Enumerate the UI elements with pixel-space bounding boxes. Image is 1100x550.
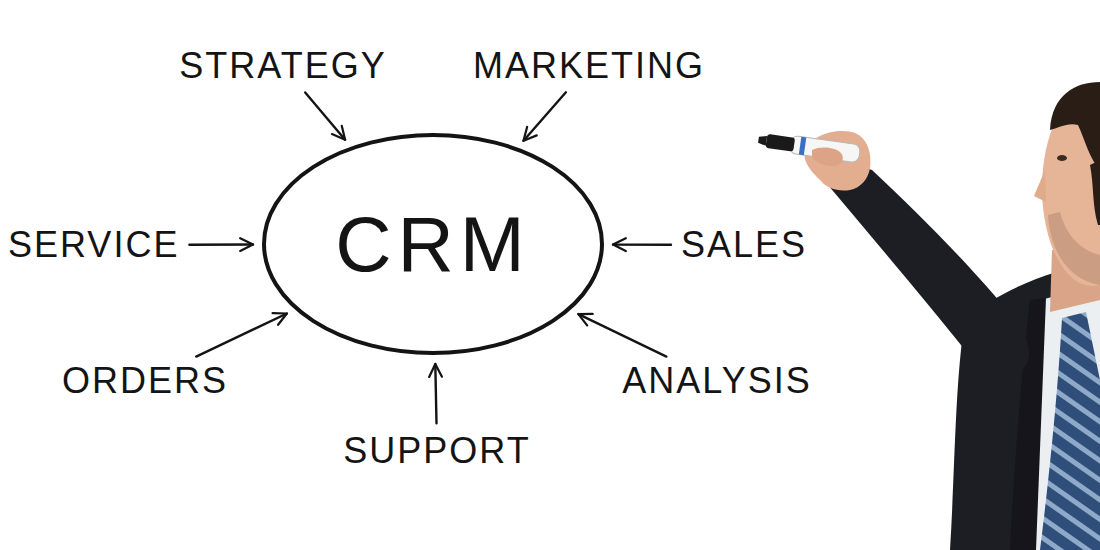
topic-word: SERVICE (4, 223, 183, 267)
crm-ellipse: CRM (262, 133, 604, 355)
sideburn (1090, 160, 1100, 225)
fingers (812, 148, 843, 166)
sleeve (822, 168, 1029, 375)
ellipse-stroke (264, 135, 602, 353)
topic-label: ORDERS (62, 361, 228, 401)
marker-pen (757, 131, 861, 163)
topic-label: SALES (681, 225, 807, 265)
topic-word: SALES (677, 223, 811, 267)
input-arrow (196, 314, 287, 357)
input-arrow (524, 92, 566, 141)
tie (1040, 312, 1100, 550)
input-arrow (435, 364, 436, 423)
input-arrow (578, 314, 666, 357)
topic-word: MARKETING (469, 44, 709, 88)
topic-word: ANALYSIS (618, 359, 815, 403)
topic-word: STRATEGY (175, 44, 390, 88)
topic-label: SERVICE (8, 225, 179, 265)
topic-word: SUPPORT (339, 429, 534, 473)
topic-label: STRATEGY (179, 46, 386, 86)
topic-label: SUPPORT (343, 431, 530, 471)
eye (1057, 155, 1067, 161)
center-label: CRM (335, 205, 531, 283)
stubble (1048, 212, 1100, 285)
topic-label: ANALYSIS (622, 361, 811, 401)
input-arrow (305, 92, 345, 139)
hair (1050, 82, 1100, 170)
nose (1034, 170, 1046, 202)
input-arrow (613, 243, 671, 246)
input-arrow (189, 243, 253, 246)
topic-word: ORDERS (58, 359, 232, 403)
topic-label: MARKETING (473, 46, 705, 86)
